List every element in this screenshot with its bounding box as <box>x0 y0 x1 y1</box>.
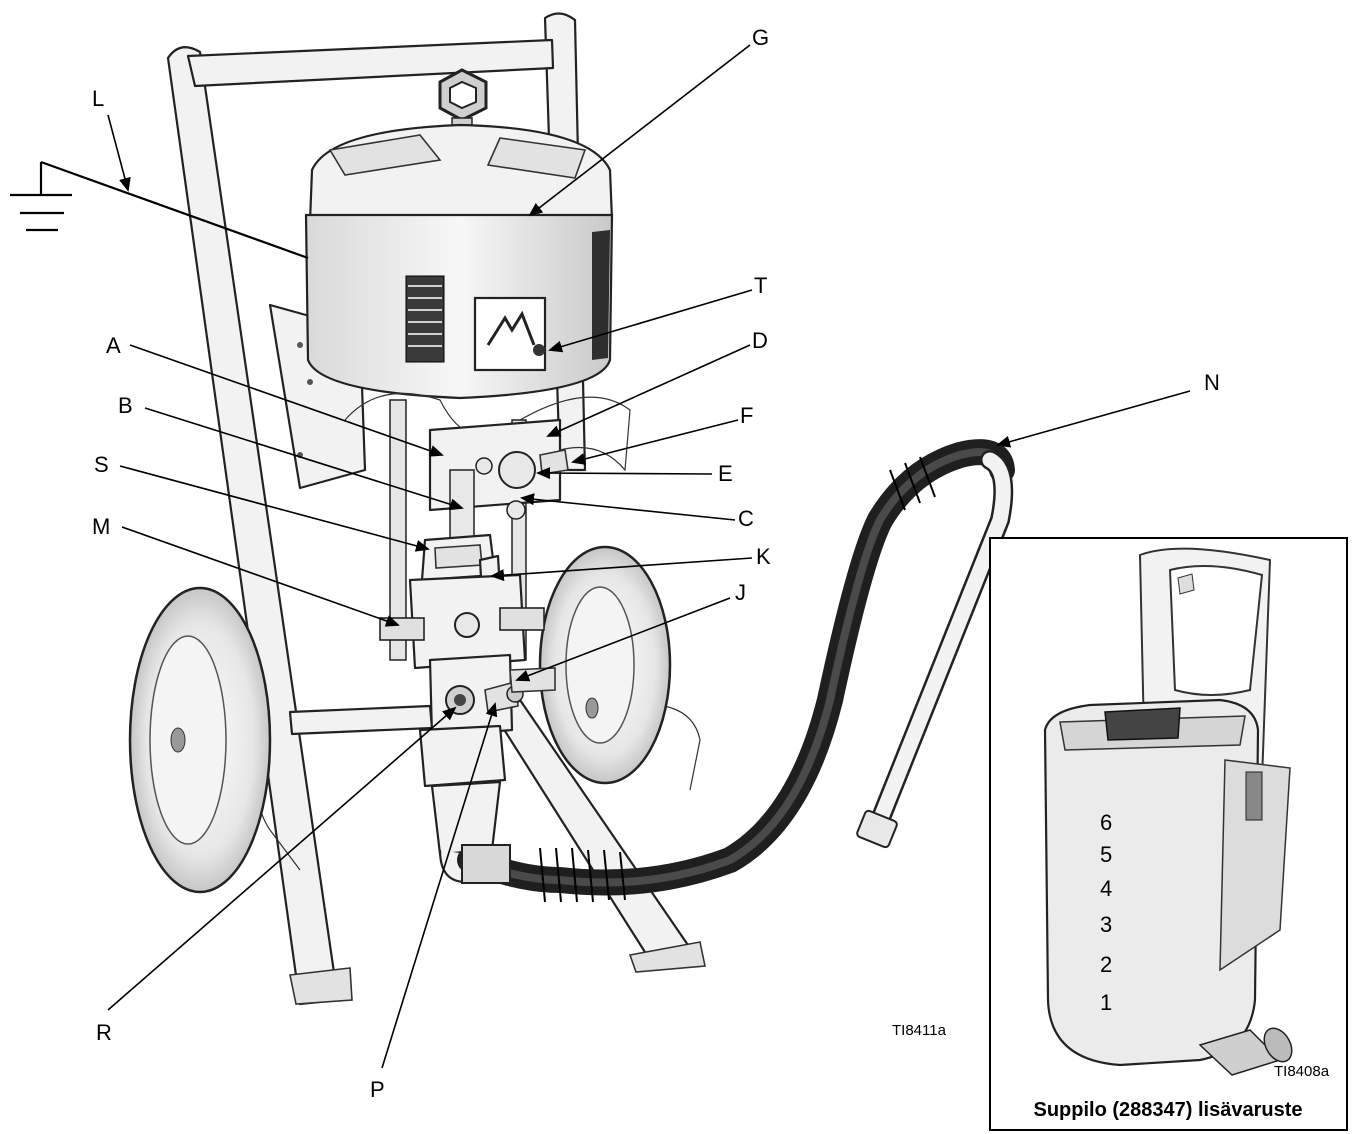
leader-C <box>520 493 736 521</box>
callout-G: G <box>752 25 769 50</box>
hopper-scale-6: 6 <box>1100 810 1112 835</box>
air-motor <box>304 68 614 400</box>
leader-lines <box>107 44 1191 1069</box>
callout-S: S <box>94 452 109 477</box>
hopper-inset: 6 5 4 3 2 1 <box>989 537 1348 1131</box>
callout-J: J <box>735 580 746 605</box>
leader-B <box>144 407 464 511</box>
pump-lower <box>379 399 569 884</box>
callout-C: C <box>738 506 754 531</box>
callout-F: F <box>740 403 753 428</box>
hopper-scale-1: 1 <box>1100 990 1112 1015</box>
leader-R <box>107 706 457 1011</box>
leader-S <box>119 465 430 552</box>
leader-M <box>121 526 400 627</box>
callout-A: A <box>106 333 121 358</box>
suction-hose <box>457 439 1015 903</box>
callout-R: R <box>96 1020 112 1045</box>
inset-caption: Suppilo (288347) lisävaruste <box>1033 1099 1302 1121</box>
leader-E <box>536 467 713 480</box>
callout-K: K <box>756 544 771 569</box>
figure-code-inset: TI8408a <box>1274 1063 1330 1080</box>
callout-T: T <box>754 273 767 298</box>
leader-A <box>129 344 444 457</box>
leader-N <box>996 390 1191 448</box>
leader-P <box>381 702 498 1069</box>
leader-J <box>515 597 731 682</box>
callout-M: M <box>92 514 110 539</box>
right-wheel <box>538 545 672 785</box>
callout-D: D <box>752 328 768 353</box>
callout-labels: L G T D A N B F E S C M K J R P <box>92 25 1220 1102</box>
callout-N: N <box>1204 370 1220 395</box>
figure-code-main: TI8411a <box>892 1022 947 1039</box>
leader-T <box>548 289 753 353</box>
leader-K <box>490 557 753 582</box>
leader-D <box>546 344 751 437</box>
left-wheel <box>128 586 272 894</box>
leader-G <box>528 44 751 217</box>
leader-L <box>107 114 131 192</box>
hopper-scale-5: 5 <box>1100 842 1112 867</box>
leader-F <box>571 419 739 465</box>
callout-P: P <box>370 1077 385 1102</box>
callout-B: B <box>118 393 133 418</box>
cart-frame <box>166 12 706 1006</box>
callout-E: E <box>718 461 733 486</box>
hopper-scale-4: 4 <box>1100 876 1112 901</box>
callout-L: L <box>92 86 104 111</box>
ground-symbol <box>10 160 309 260</box>
hopper-scale-2: 2 <box>1100 952 1112 977</box>
hopper-scale-3: 3 <box>1100 912 1112 937</box>
